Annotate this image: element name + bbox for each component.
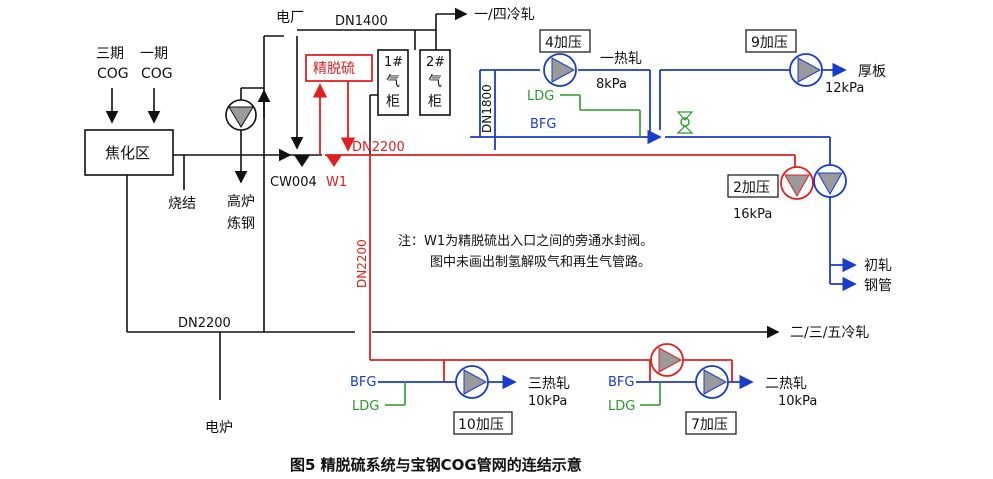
- pump-7-blue: [695, 365, 729, 399]
- booster2-box: [727, 174, 779, 198]
- cold-rolling-1-4: 一/四冷轧: [474, 7, 535, 23]
- dn2200-red-h-label: DN2200: [352, 140, 405, 155]
- coking-box: [84, 129, 174, 176]
- booster9-box: [745, 29, 797, 53]
- gas-holder-1-l1: 1#: [384, 55, 403, 70]
- blast-furnace-l2: 炼钢: [227, 216, 255, 232]
- bfg-b-label: BFG: [608, 375, 634, 390]
- gas-holder-1-box: [377, 49, 409, 116]
- black-pipes: [105, 7, 780, 400]
- kpa10-a-label: 10kPa: [528, 394, 567, 409]
- pump-4: [543, 53, 577, 87]
- dn2200-red-v-label: DN2200: [355, 239, 369, 288]
- note-line1: 注：W1为精脱硫出入口之间的旁通水封阀。: [398, 233, 653, 249]
- hot-rolling-3-label: 三热轧: [528, 376, 570, 392]
- pipe-mill-l2: 钢管: [864, 278, 892, 294]
- coking-label: 焦化区: [105, 144, 150, 162]
- gas-holder-2-l1: 2#: [426, 55, 445, 70]
- power-plant-label: 电厂: [276, 10, 304, 26]
- hot-rolling-1-label: 一热轧: [600, 51, 642, 67]
- cw004-valve: [294, 155, 310, 167]
- green-valve: [676, 111, 694, 134]
- gas-holder-2-l2: 气: [428, 74, 442, 90]
- ldg-a-label: LDG: [352, 399, 379, 414]
- fine-desulf-label: 精脱硫: [313, 61, 355, 77]
- kpa10-b-label: 10kPa: [778, 394, 817, 409]
- w1-label: W1: [326, 175, 347, 190]
- pump-2-blue: [813, 164, 847, 198]
- dn2200-black-label: DN2200: [178, 316, 231, 331]
- dn1400-label: DN1400: [335, 14, 388, 29]
- figure-caption: 图5 精脱硫系统与宝钢COG管网的连结示意: [290, 456, 582, 474]
- cold-rolling-2-3-5: 二/三/五冷轧: [790, 325, 869, 341]
- bfg-label: BFG: [530, 117, 556, 132]
- source-phase3-l1: 三期: [96, 46, 124, 62]
- cw004-label: CW004: [270, 175, 317, 190]
- fine-desulf-box: [305, 54, 373, 82]
- pump-black: [225, 99, 257, 131]
- pipe-mill-l1: 初轧: [864, 257, 892, 274]
- booster7-box: [685, 411, 737, 435]
- pump-9: [789, 53, 823, 87]
- hot-rolling-2-label: 二热轧: [765, 376, 807, 392]
- pump-2-red: [780, 166, 814, 200]
- ldg-label: LDG: [527, 89, 554, 104]
- bfg-a-label: BFG: [350, 375, 376, 390]
- blue-pipes: [378, 62, 857, 390]
- dn1800-label: DN1800: [480, 84, 494, 133]
- booster10-label: 10加压: [458, 417, 504, 433]
- red-pipes: [312, 80, 796, 382]
- booster4-label: 4加压: [545, 35, 582, 51]
- note-line2: 图中未画出制氢解吸气和再生气管路。: [430, 254, 651, 270]
- source-phase1-l1: 一期: [140, 46, 168, 62]
- gas-holder-1-l3: 柜: [386, 94, 400, 110]
- gas-holder-1-l2: 气: [386, 74, 400, 90]
- thick-plate-label: 厚板: [858, 64, 886, 80]
- blast-furnace-l1: 高炉: [227, 193, 255, 210]
- electric-furnace-label: 电炉: [205, 420, 233, 436]
- booster7-label: 7加压: [691, 417, 728, 433]
- w1-valve: [326, 155, 342, 167]
- kpa16-label: 16kPa: [733, 207, 772, 222]
- source-phase1-l2: COG: [141, 66, 173, 82]
- booster4-box: [539, 29, 591, 53]
- kpa12-label: 12kPa: [825, 81, 864, 96]
- booster2-label: 2加压: [733, 180, 770, 196]
- gas-holder-2-box: [419, 49, 451, 116]
- pump-7-red: [650, 343, 684, 377]
- green-pipes: [385, 94, 661, 406]
- kpa8-label: 8kPa: [596, 77, 627, 92]
- gas-holder-2-l3: 柜: [428, 94, 442, 110]
- sintering-label: 烧结: [168, 196, 196, 212]
- ldg-b-label: LDG: [608, 399, 635, 414]
- source-phase3-l2: COG: [97, 66, 129, 82]
- pump-10: [455, 365, 489, 399]
- booster10-box: [453, 411, 513, 435]
- booster9-label: 9加压: [751, 35, 788, 51]
